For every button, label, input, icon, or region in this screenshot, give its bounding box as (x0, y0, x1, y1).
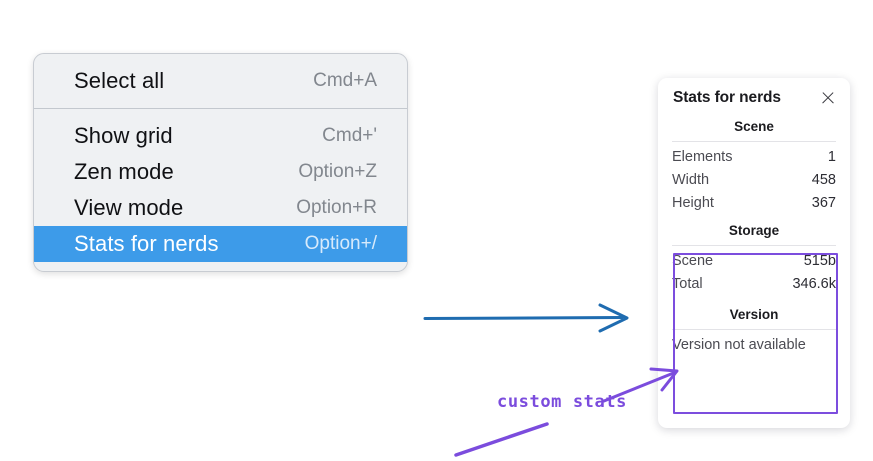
divider (672, 329, 836, 330)
stat-row-height: Height 367 (671, 191, 837, 214)
stat-key: Width (672, 171, 710, 188)
custom-stats-annotation-label: custom stats (497, 392, 628, 412)
stat-row-elements: Elements 1 (671, 145, 837, 168)
menu-item-shortcut: Cmd+A (313, 70, 377, 91)
stats-panel-body: Scene Elements 1 Width 458 Height 367 St… (658, 113, 850, 357)
stat-key: Scene (672, 252, 714, 269)
blue-arrow-annotation (423, 303, 629, 333)
purple-underline-stroke (454, 422, 549, 457)
stat-key: Elements (672, 148, 733, 165)
stats-for-nerds-panel[interactable]: Stats for nerds Scene Elements 1 Width 4… (658, 78, 850, 428)
menu-item-label: Zen mode (74, 159, 174, 184)
stat-value: 346.6k (792, 275, 836, 292)
menu-item-label: Stats for nerds (74, 231, 219, 256)
stat-row-width: Width 458 (671, 168, 837, 191)
stat-key: Total (672, 275, 703, 292)
stats-panel-title: Stats for nerds (673, 89, 781, 106)
menu-item-stats-for-nerds[interactable]: Stats for nerds Option+/ (34, 226, 407, 262)
version-value: Version not available (672, 337, 806, 353)
section-heading-scene: Scene (734, 119, 774, 134)
stat-value: 458 (811, 171, 836, 188)
divider (672, 141, 836, 142)
menu-item-zen-mode[interactable]: Zen mode Option+Z (34, 154, 407, 190)
menu-item-shortcut: Option+Z (298, 161, 377, 182)
stat-row-storage-scene: Scene 515b (671, 249, 837, 272)
section-heading-storage: Storage (728, 223, 780, 238)
menu-item-show-grid[interactable]: Show grid Cmd+' (34, 118, 407, 154)
menu-group-view: Show grid Cmd+' Zen mode Option+Z View m… (34, 108, 407, 271)
menu-item-label: Show grid (74, 123, 173, 148)
stat-key: Height (672, 194, 714, 211)
divider (672, 245, 836, 246)
stat-row-storage-total: Total 346.6k (671, 272, 837, 295)
menu-item-shortcut: Option+/ (304, 233, 377, 254)
canvas-context-menu[interactable]: Select all Cmd+A Show grid Cmd+' Zen mod… (33, 53, 408, 272)
menu-item-select-all[interactable]: Select all Cmd+A (34, 63, 407, 99)
stat-value: 367 (811, 194, 836, 211)
menu-item-label: View mode (74, 195, 184, 220)
stat-value: 515b (803, 252, 836, 269)
menu-item-shortcut: Cmd+' (322, 125, 377, 146)
menu-item-view-mode[interactable]: View mode Option+R (34, 190, 407, 226)
menu-item-shortcut: Option+R (296, 197, 377, 218)
menu-item-label: Select all (74, 68, 165, 93)
stats-panel-header: Stats for nerds (658, 78, 850, 113)
close-icon[interactable] (820, 91, 835, 106)
section-heading-version: Version (729, 307, 779, 322)
stat-value: 1 (827, 148, 836, 165)
menu-group-selection: Select all Cmd+A (34, 54, 407, 108)
